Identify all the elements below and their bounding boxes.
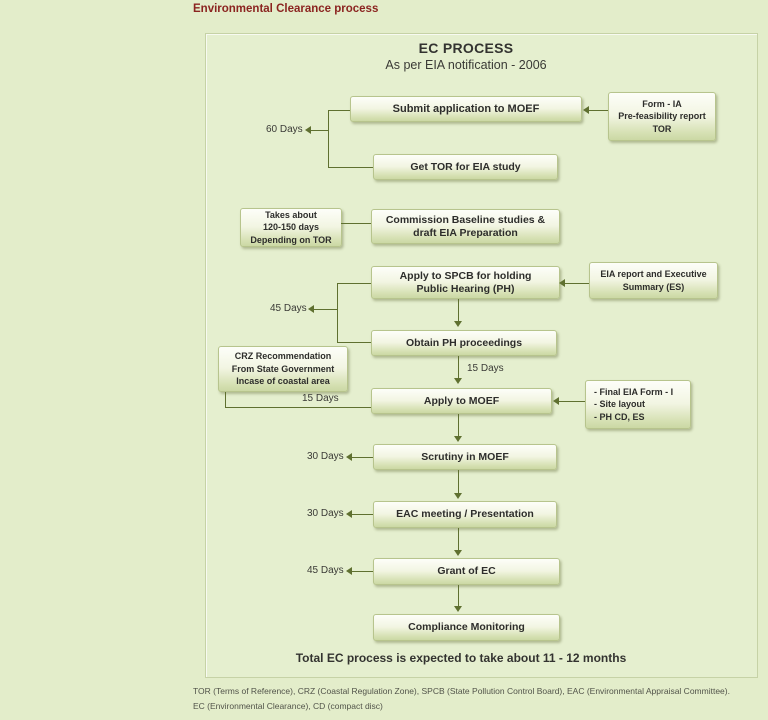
duration-15-days-crz: 15 Days [302, 393, 339, 404]
connector-line [458, 528, 459, 550]
connector-line [559, 401, 585, 402]
arrowhead-left-icon [553, 397, 559, 405]
step-eac-meeting: EAC meeting / Presentation [373, 501, 557, 528]
note-form-ia: Form - IA Pre-feasibility report TOR [608, 92, 716, 141]
step-scrutiny-moef: Scrutiny in MOEF [373, 444, 557, 470]
connector-line [458, 470, 459, 493]
connector-line [337, 283, 338, 342]
connector-line [458, 414, 459, 436]
connector-line [589, 110, 608, 111]
note-eia-report: EIA report and Executive Summary (ES) [589, 262, 718, 299]
connector-line [225, 392, 226, 407]
step-get-tor: Get TOR for EIA study [373, 154, 558, 180]
page-title: Environmental Clearance process [193, 3, 379, 15]
arrowhead-down-icon [454, 436, 462, 442]
connector-line [352, 457, 373, 458]
duration-45-days-grant: 45 Days [307, 565, 344, 576]
connector-line [311, 130, 328, 131]
connector-line [314, 309, 337, 310]
duration-45-days-ph: 45 Days [270, 303, 307, 314]
arrowhead-left-icon [346, 567, 352, 575]
diagram-total-note: Total EC process is expected to take abo… [295, 651, 627, 665]
note-crz-recommendation: CRZ Recommendation From State Government… [218, 346, 348, 392]
connector-line [328, 167, 373, 168]
connector-line [341, 223, 371, 224]
step-apply-moef: Apply to MOEF [371, 388, 552, 414]
duration-15-days-center: 15 Days [467, 363, 504, 374]
connector-line [352, 571, 373, 572]
connector-line [337, 342, 371, 343]
connector-line [328, 110, 329, 167]
note-final-eia-docs: - Final EIA Form - I - Site layout - PH … [585, 380, 691, 429]
arrowhead-left-icon [559, 279, 565, 287]
connector-line [565, 283, 589, 284]
footnote-abbreviations-line2: EC (Environmental Clearance), CD (compac… [193, 701, 383, 711]
connector-line [328, 110, 350, 111]
step-submit-application-moef: Submit application to MOEF [350, 96, 582, 122]
duration-60-days: 60 Days [266, 124, 303, 135]
connector-line [458, 585, 459, 606]
arrowhead-left-icon [346, 453, 352, 461]
connector-line [458, 299, 459, 321]
arrowhead-left-icon [346, 510, 352, 518]
connector-line [352, 514, 373, 515]
step-commission-baseline: Commission Baseline studies & draft EIA … [371, 209, 560, 244]
connector-line [458, 356, 459, 378]
duration-30-days-scrutiny: 30 Days [307, 451, 344, 462]
step-obtain-ph: Obtain PH proceedings [371, 330, 557, 356]
step-compliance-monitoring: Compliance Monitoring [373, 614, 560, 641]
arrowhead-left-icon [583, 106, 589, 114]
arrowhead-down-icon [454, 550, 462, 556]
arrowhead-down-icon [454, 606, 462, 612]
arrowhead-down-icon [454, 493, 462, 499]
arrowhead-left-icon [305, 126, 311, 134]
diagram-subheading: As per EIA notification - 2006 [385, 58, 547, 72]
duration-30-days-eac: 30 Days [307, 508, 344, 519]
footnote-abbreviations-line1: TOR (Terms of Reference), CRZ (Coastal R… [193, 686, 730, 696]
connector-line [337, 283, 371, 284]
connector-line [225, 407, 371, 408]
note-takes-about: Takes about 120-150 days Depending on TO… [240, 208, 342, 247]
arrowhead-down-icon [454, 321, 462, 327]
step-grant-ec: Grant of EC [373, 558, 560, 585]
diagram-heading: EC PROCESS [418, 40, 514, 56]
arrowhead-left-icon [308, 305, 314, 313]
step-apply-spcb: Apply to SPCB for holding Public Hearing… [371, 266, 560, 299]
arrowhead-down-icon [454, 378, 462, 384]
